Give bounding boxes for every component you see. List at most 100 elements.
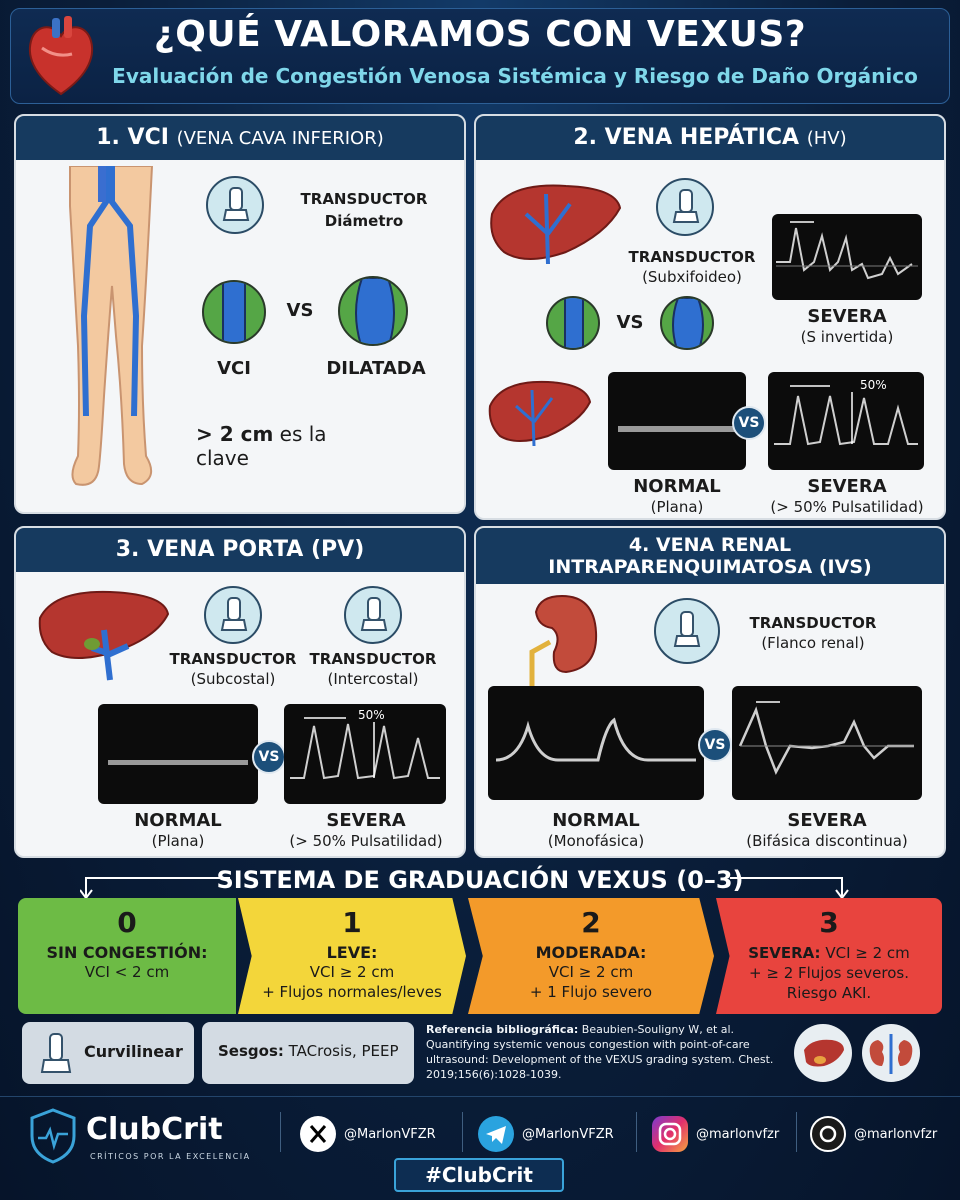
key-threshold-text: > 2 cm es la clave — [196, 422, 376, 470]
normal-label: NORMAL — [552, 810, 640, 831]
severe-sub-label: (> 50% Pulsatilidad) — [770, 498, 924, 516]
telegram-logo-icon — [478, 1116, 514, 1152]
ivs-biphasic-doppler-image — [732, 686, 922, 800]
panel-vci-title: 1. VCI — [96, 125, 169, 150]
normal-sub-label: (Plana) — [650, 498, 704, 516]
header-bar — [10, 8, 950, 104]
pv-normal-doppler-image — [98, 704, 258, 804]
severe-label: SEVERA — [807, 476, 887, 497]
grade-desc-line: VCI ≥ 2 cm — [309, 963, 395, 981]
hv-normal-vessel-icon — [546, 296, 600, 350]
panel-vci-title-small: (VENA CAVA INFERIOR) — [176, 128, 384, 149]
x-logo-icon — [300, 1116, 336, 1152]
footer-separator — [280, 1112, 281, 1152]
grade-0-box: 0 SIN CONGESTIÓN: VCI < 2 cm — [18, 898, 236, 1014]
panel-ivs-title-line1: 4. VENA RENAL — [628, 534, 792, 556]
grade-name: SEVERA: — [748, 944, 821, 962]
transducer-icon — [656, 178, 714, 236]
panel-hv-title-small: (HV) — [806, 128, 847, 149]
grade-name: MODERADA: — [535, 943, 647, 962]
grade-name: LEVE: — [326, 943, 378, 962]
hashtag-badge: #ClubCrit — [394, 1158, 564, 1192]
transducer-label: TRANSDUCTOR — [300, 190, 428, 208]
transducer-icon — [654, 598, 720, 664]
transducer-icon — [206, 176, 264, 234]
page-title: ¿QUÉ VALORAMOS CON VEXUS? — [153, 14, 807, 55]
transducer-sub-label: (Flanco renal) — [761, 634, 865, 652]
grade-desc-line: VCI ≥ 2 cm — [825, 944, 910, 962]
probe-label: Curvilinear — [84, 1042, 183, 1061]
curvilinear-probe-icon — [40, 1033, 72, 1073]
ivs-monophasic-doppler-image — [488, 686, 704, 800]
pulsatility-percent: 50% — [358, 708, 385, 722]
threads-social-link[interactable]: @marlonvfzr — [810, 1112, 937, 1156]
normal-sub-label: (Plana) — [151, 832, 205, 850]
panel-vci: 1. VCI (VENA CAVA INFERIOR) TRANSDUCTOR … — [14, 114, 466, 514]
grade-desc-line: + Flujos normales/leves — [262, 983, 442, 1001]
shield-pulse-icon — [30, 1108, 76, 1164]
key-threshold-bold: > 2 cm — [196, 422, 274, 446]
legs-anatomy-illustration — [69, 166, 154, 486]
grade-desc-line: Riesgo AKI. — [786, 984, 872, 1002]
reference-label: Referencia bibliográfica: — [426, 1023, 579, 1036]
telegram-handle: @MarlonVFZR — [522, 1126, 614, 1142]
transducer-intercostal-sub: (Intercostal) — [327, 670, 419, 688]
panel-pv-header: 3. VENA PORTA (PV) — [16, 528, 464, 572]
grade-desc-line: + ≥ 2 Flujos severos. — [749, 964, 909, 982]
grading-system-title: SISTEMA DE GRADUACIÓN VEXUS (0–3) — [216, 866, 744, 894]
hv-dilated-vessel-icon — [660, 296, 714, 350]
grade-2-box: 2 MODERADA: VCI ≥ 2 cm + 1 Flujo severo — [468, 898, 714, 1014]
liver-portal-icon — [38, 590, 170, 681]
transducer-sub-label: Diámetro — [324, 212, 404, 230]
grade-desc-line: VCI ≥ 2 cm — [548, 963, 634, 981]
severe-top-sub-label: (S invertida) — [800, 328, 894, 346]
panel-ivs-title-line2: INTRAPARENQUIMATOSA (IVS) — [548, 556, 872, 578]
transducer-subcostal-label: TRANSDUCTOR — [169, 650, 297, 668]
severe-sub-label: (> 50% Pulsatilidad) — [289, 832, 443, 850]
normal-label: NORMAL — [633, 476, 721, 497]
hv-severe-doppler-image — [772, 214, 922, 300]
normal-label: NORMAL — [134, 810, 222, 831]
panel-portal-vein: 3. VENA PORTA (PV) TRANSDUCTOR (Subcosta… — [14, 526, 466, 858]
kidney-icon — [529, 594, 598, 690]
footer-separator — [796, 1112, 797, 1152]
grade-1-box: 1 LEVE: VCI ≥ 2 cm + Flujos normales/lev… — [238, 898, 466, 1014]
heart-icon — [28, 16, 94, 96]
grade-number: 3 — [819, 906, 839, 939]
footer-divider — [0, 1096, 960, 1097]
transducer-icon — [204, 586, 262, 644]
instagram-logo-icon — [652, 1116, 688, 1152]
instagram-social-link[interactable]: @marlonvfzr — [652, 1112, 779, 1156]
pv-severe-doppler-image: 50% — [284, 704, 446, 804]
x-social-link[interactable]: @MarlonVFZR — [300, 1112, 436, 1156]
dilatada-label: DILATADA — [326, 358, 426, 379]
grade-desc-line: VCI < 2 cm — [84, 963, 170, 981]
vs-label: VS — [286, 300, 314, 321]
pulsatility-percent: 50% — [860, 378, 887, 392]
threads-handle: @marlonvfzr — [854, 1126, 938, 1142]
vci-dilated-vessel-icon — [338, 276, 408, 346]
key-threshold-rest: es la clave — [196, 422, 327, 470]
vs-badge: VS — [252, 740, 286, 774]
telegram-social-link[interactable]: @MarlonVFZR — [478, 1112, 614, 1156]
grade-number: 0 — [117, 906, 137, 939]
grade-name: SIN CONGESTIÓN: — [46, 943, 208, 962]
footer-separator — [636, 1112, 637, 1152]
reference-body: Beaubien-Souligny W, et al. Quantifying … — [426, 1023, 774, 1081]
grade-number: 1 — [342, 906, 362, 939]
vci-normal-vessel-icon — [202, 280, 266, 344]
transducer-label: TRANSDUCTOR — [628, 248, 756, 266]
severe-top-label: SEVERA — [807, 306, 887, 327]
reference-text: Referencia bibliográfica: Beaubien-Souli… — [426, 1022, 776, 1082]
threads-logo-icon — [810, 1116, 846, 1152]
transducer-icon — [344, 586, 402, 644]
probe-info-box: Curvilinear — [22, 1022, 194, 1084]
hv-normal-doppler-image — [608, 372, 746, 470]
panel-renal-vein: 4. VENA RENAL INTRAPARENQUIMATOSA (IVS) … — [474, 526, 946, 858]
panel-pv-title: 3. VENA PORTA (PV) — [115, 537, 365, 562]
bias-label: Sesgos: — [218, 1042, 284, 1060]
severe-label: SEVERA — [787, 810, 867, 831]
kidneys-badge-icon — [862, 1024, 920, 1082]
severe-label: SEVERA — [326, 810, 406, 831]
instagram-handle: @marlonvfzr — [696, 1126, 780, 1142]
